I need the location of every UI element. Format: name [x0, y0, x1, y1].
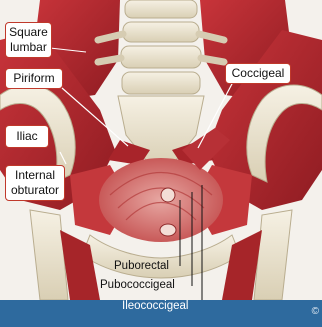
label-ileococcigeal: Ileococcigeal	[122, 300, 188, 313]
label-pubococcigeal: Pubococcigeal	[100, 279, 175, 292]
label-puborectal: Puborectal	[114, 260, 169, 273]
label-iliac: Iliac	[5, 125, 49, 148]
label-square-lumbar: Square lumbar	[5, 22, 52, 58]
label-internal-obturator: Internal obturator	[5, 165, 65, 201]
label-piriform: Piriform	[5, 68, 63, 89]
anal-opening	[161, 188, 175, 202]
urogenital-opening	[160, 224, 176, 236]
label-coccigeal: Coccigeal	[225, 63, 291, 84]
copyright-text: ©	[312, 306, 319, 317]
